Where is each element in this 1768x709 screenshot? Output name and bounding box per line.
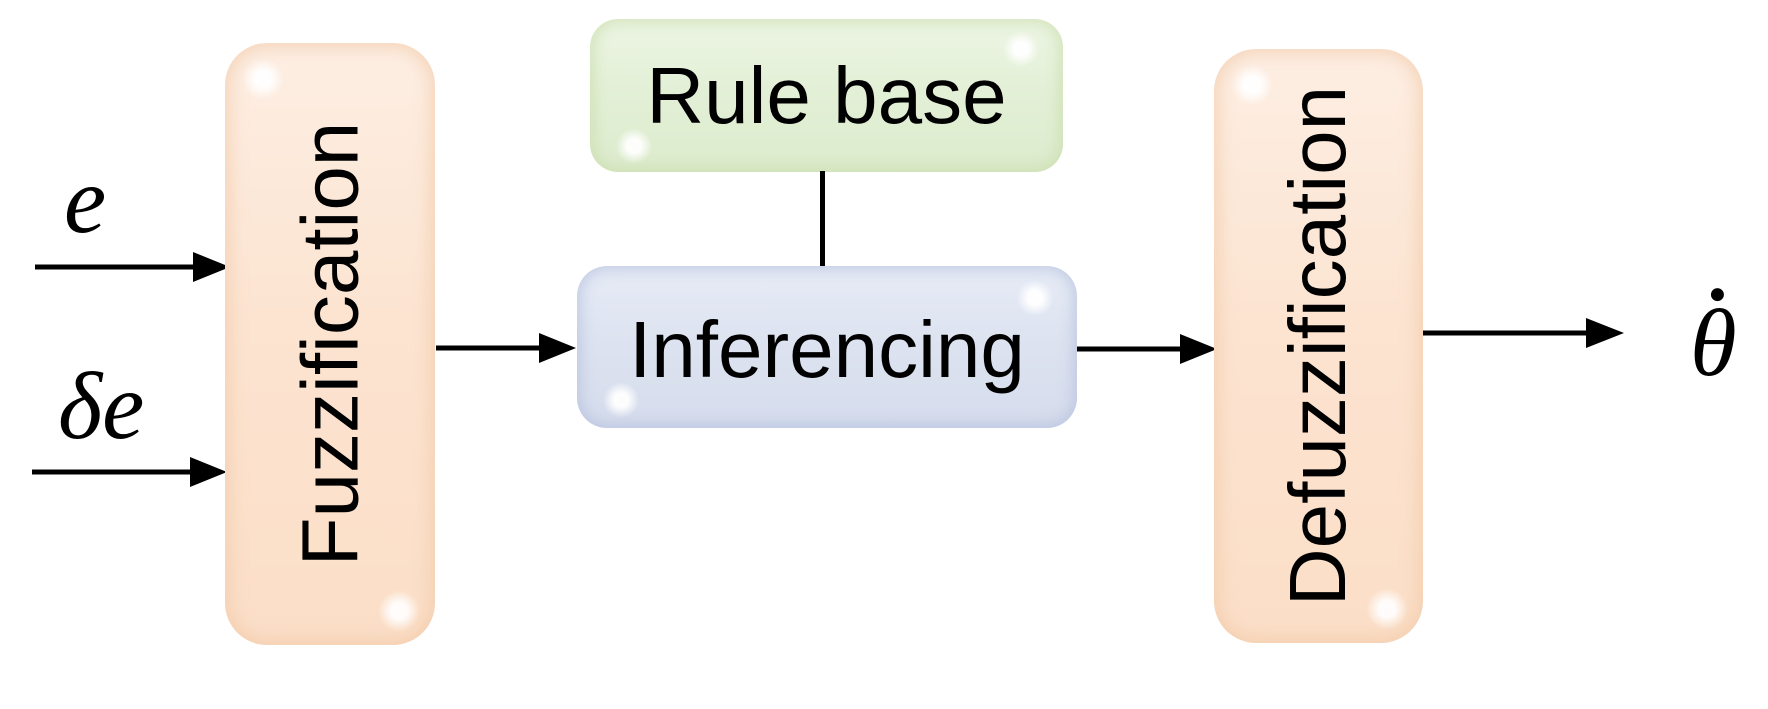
input-e-arrow bbox=[35, 252, 230, 282]
fuzzification-block: Fuzzification bbox=[225, 43, 435, 645]
defuzzification-label: Defuzzification bbox=[1273, 85, 1363, 607]
rule-base-label: Rule base bbox=[646, 50, 1007, 140]
input-delta-e-label: δe bbox=[58, 353, 145, 459]
output-theta-dot-accent: ● bbox=[1710, 284, 1725, 304]
defuzzification-block: Defuzzification bbox=[1214, 49, 1423, 643]
output-theta-label: θ bbox=[1690, 290, 1737, 396]
output-arrow bbox=[1423, 318, 1624, 348]
fuzzification-label: Fuzzification bbox=[285, 121, 375, 567]
rule-base-block: Rule base bbox=[590, 19, 1063, 172]
input-e-label: e bbox=[64, 147, 107, 253]
rulebase-inferencing-connector bbox=[820, 171, 825, 268]
input-delta-e-arrow bbox=[32, 457, 227, 487]
fuzzification-to-inferencing-arrow bbox=[436, 333, 576, 363]
inferencing-label: Inferencing bbox=[629, 305, 1025, 394]
inferencing-block: Inferencing bbox=[577, 266, 1077, 428]
inferencing-to-defuzzification-arrow bbox=[1077, 334, 1217, 364]
